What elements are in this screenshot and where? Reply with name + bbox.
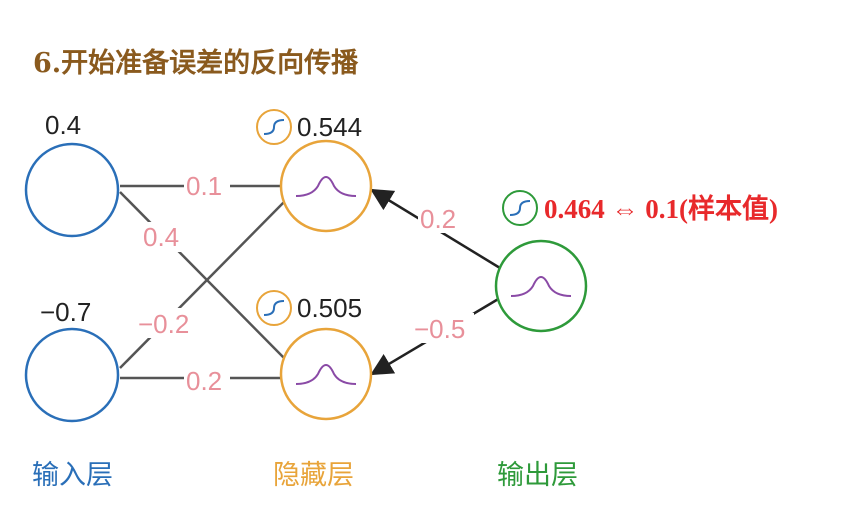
- layer-labels: 输入层 隐藏层 输出层: [32, 460, 578, 491]
- layer-label-input: 输入层: [32, 460, 113, 491]
- input-node-2: [24, 327, 120, 423]
- weight-h1-o: 0.2: [420, 204, 456, 234]
- input-value-1: 0.4: [45, 110, 81, 140]
- edge-i2-h1: [119, 199, 287, 369]
- input-node-1: [24, 142, 120, 238]
- bell-curve-icon: [510, 276, 572, 297]
- hidden-node-2: [279, 327, 373, 421]
- layer-label-output: 输出层: [497, 460, 578, 491]
- output-node: [494, 239, 588, 333]
- weight-i2-h1: −0.2: [138, 309, 189, 339]
- hidden-value-2: 0.505: [297, 293, 362, 323]
- layer-label-hidden: 隐藏层: [273, 460, 354, 491]
- hidden-layer: 0.544 0.505: [256, 109, 373, 421]
- connections-input-hidden: [119, 184, 287, 380]
- input-layer: 0.4 −0.7: [24, 110, 120, 423]
- input-value-2: −0.7: [40, 297, 91, 327]
- output-value: 0.464 ⇔ 0.1(样本值): [544, 193, 778, 224]
- bell-curve-icon: [295, 176, 357, 197]
- weight-labels: 0.1 0.4 −0.2 0.2 0.2 −0.5: [136, 170, 474, 396]
- page-title: 6.开始准备误差的反向传播: [33, 47, 359, 79]
- edge-i1-h2: [119, 191, 287, 361]
- hidden-value-1: 0.544: [297, 112, 362, 142]
- output-layer: 0.464 ⇔ 0.1(样本值): [494, 190, 778, 333]
- weight-h2-o: −0.5: [414, 314, 465, 344]
- weight-i1-h2: 0.4: [143, 222, 179, 252]
- weight-i1-h1: 0.1: [186, 171, 222, 201]
- weight-i2-h2: 0.2: [186, 366, 222, 396]
- hidden-node-1: [279, 139, 373, 233]
- bell-curve-icon: [295, 364, 357, 385]
